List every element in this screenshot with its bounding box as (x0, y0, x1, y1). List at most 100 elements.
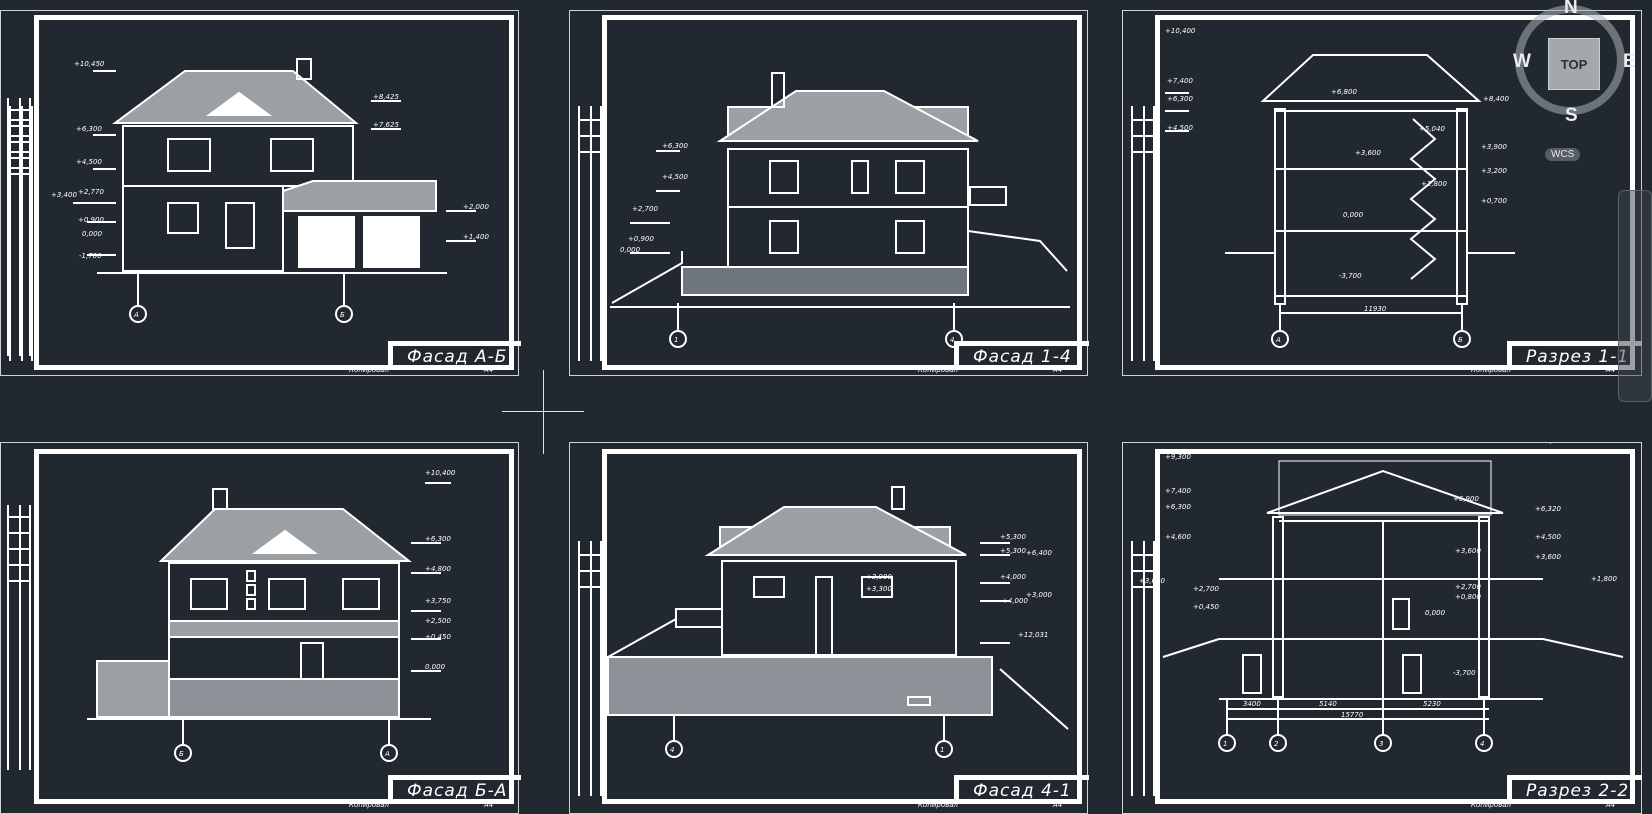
dimension-label: +2,700 (632, 205, 658, 213)
navigation-bar[interactable] (1618, 190, 1652, 402)
dimension-label: +7,625 (373, 121, 399, 129)
binding-strip (578, 541, 602, 796)
dimension-label: 4 (950, 336, 954, 344)
facade-drawing: +10,400+6,300+4,800+3,750 +2,500+0,4500,… (87, 469, 456, 762)
sheet-footer-copy: Копировал (349, 801, 389, 809)
compass-north[interactable]: N (1564, 0, 1578, 18)
dimension-label: 0,000 (620, 246, 641, 254)
crosshair-cursor-vertical (543, 370, 544, 454)
dimension-label: +6,300 (662, 142, 688, 150)
dimension-label: -3,700 (1453, 669, 1476, 677)
dimension-label: +4,500 (662, 173, 688, 181)
dimension-label: +4,500 (1535, 533, 1561, 541)
dimension-label: +0,450 (1193, 603, 1219, 611)
facade-drawing: +5,300+5,300+6,400 +3,900+3,300+4,000 +3… (607, 486, 1069, 758)
sheet-facade-4-1[interactable]: +5,300+5,300+6,400 +3,900+3,300+4,000 +3… (569, 442, 1089, 814)
dimension-label: Б (179, 750, 184, 758)
sheet-facade-1-4[interactable]: +6,300 +4,500 +2,700 +0,900 0,000 1 4 Фасад 1… (569, 10, 1089, 376)
dimension-label: 1 (674, 336, 678, 344)
sheet-footer-format: А4 (1606, 366, 1616, 374)
sheet-title: Разрез 2-2 (1507, 775, 1642, 802)
binding-strip (1131, 106, 1155, 361)
dimension-label: +1,800 (1591, 575, 1617, 583)
dimension-label: 2 (1274, 740, 1279, 748)
facade-drawing: +6,300 +4,500 +2,700 +0,900 0,000 1 4 (610, 72, 1070, 348)
sheet-frame (1155, 449, 1635, 804)
elev-label: +10,450 (74, 60, 105, 68)
left-sheet-strip-bottom (7, 505, 31, 770)
dimension-label: +3,600 (1535, 553, 1561, 561)
sheet-title: Фасад Б-А (388, 775, 521, 802)
compass-east[interactable]: E (1623, 51, 1636, 72)
dimension-label: +0,700 (1481, 197, 1507, 205)
dimension-label: +8,400 (1483, 95, 1509, 103)
dimension-label: +7,400 (1165, 487, 1191, 495)
dimension-label: +10,400 (1165, 27, 1196, 35)
dimension-label: +6,800 (1331, 88, 1357, 96)
dimension-label: Б (340, 311, 345, 319)
dimension-label: +5,300 (1000, 533, 1026, 541)
sheet-frame (602, 449, 1082, 804)
dimension-label: 0,000 (82, 230, 103, 238)
dimension-label: 11930 (1364, 305, 1387, 313)
dimension-label: +6,300 (1165, 503, 1191, 511)
dimension-label: +3,400 (51, 191, 77, 199)
compass-south[interactable]: S (1565, 105, 1578, 126)
dimension-label: +12,031 (1018, 631, 1048, 639)
sheet-section-2-2[interactable]: +9,300+7,400+6,300+4,600 +3,600+2,700+0,… (1122, 442, 1642, 814)
dimension-label: +4,800 (425, 565, 451, 573)
dimension-label: +7,400 (1167, 77, 1193, 85)
dimension-label: 3400 (1243, 700, 1261, 708)
sheet-title: Фасад 1-4 (954, 341, 1089, 368)
dimension-label: 5230 (1423, 700, 1441, 708)
dimension-label: +3,200 (1481, 167, 1507, 175)
dimension-label: 3 (1379, 740, 1383, 748)
sheet-footer-format: А4 (484, 366, 494, 374)
dimension-label: +3,600 (1139, 577, 1165, 585)
viewcube-top-face[interactable]: TOP (1548, 38, 1600, 90)
wcs-menu-button[interactable]: WCS (1545, 148, 1581, 161)
dimension-label: Б (1458, 336, 1463, 344)
sheet-footer-format: А4 (1053, 801, 1063, 809)
dimension-label: +4,500 (1167, 124, 1193, 132)
dimension-label: +3,900 (1481, 143, 1507, 151)
dimension-label: -3,700 (1339, 272, 1362, 280)
dimension-label: +3,600 (1355, 149, 1381, 157)
dimension-label: +4,500 (76, 158, 102, 166)
dimension-label: +2,700 (1455, 583, 1481, 591)
binding-strip (578, 106, 602, 361)
compass-west[interactable]: W (1513, 51, 1531, 72)
dimension-label: +0,900 (628, 235, 654, 243)
dimension-label: +3,900 (866, 573, 892, 581)
dimension-label: +6,300 (76, 125, 102, 133)
dimension-label: +6,900 (1453, 495, 1479, 503)
sheet-footer-copy: Копировал (1471, 801, 1511, 809)
viewcube-compass-ring[interactable] (1515, 5, 1625, 115)
dimension-label: +4,000 (1002, 597, 1028, 605)
sheet-title: Фасад А-Б (388, 341, 521, 368)
dimension-label: +8,425 (373, 93, 399, 101)
dimension-label: +5,300 (1000, 547, 1026, 555)
dimension-label: +2,000 (463, 203, 489, 211)
dimension-label: +6,300 (1167, 95, 1193, 103)
sheet-facade-a-b[interactable]: +10,450 +8,425 +7,625 +6,300 +4,500 +3,400 +2… (0, 10, 521, 376)
dimension-label: +3,750 (425, 597, 451, 605)
dimension-label: -1,700 (79, 252, 102, 260)
dimension-label: А (1275, 336, 1281, 344)
sheet-footer-format: А4 (484, 801, 494, 809)
sheet-footer-copy: Копировал (349, 366, 389, 374)
sheet-frame (602, 15, 1082, 370)
dimension-label: +5,040 (1419, 125, 1445, 133)
sheet-frame (34, 15, 514, 370)
dimension-label: 4 (1480, 740, 1484, 748)
dimension-label: +0,450 (425, 633, 451, 641)
dimension-label: +4,600 (1165, 533, 1191, 541)
sheet-footer-format: А4 (1606, 801, 1616, 809)
viewcube[interactable]: TOP N S W E (1513, 0, 1645, 135)
sheet-footer-format: А4 (1053, 366, 1063, 374)
binding-strip (9, 106, 33, 361)
dimension-label: +6,400 (1026, 549, 1052, 557)
dimension-label: 1 (940, 746, 944, 754)
